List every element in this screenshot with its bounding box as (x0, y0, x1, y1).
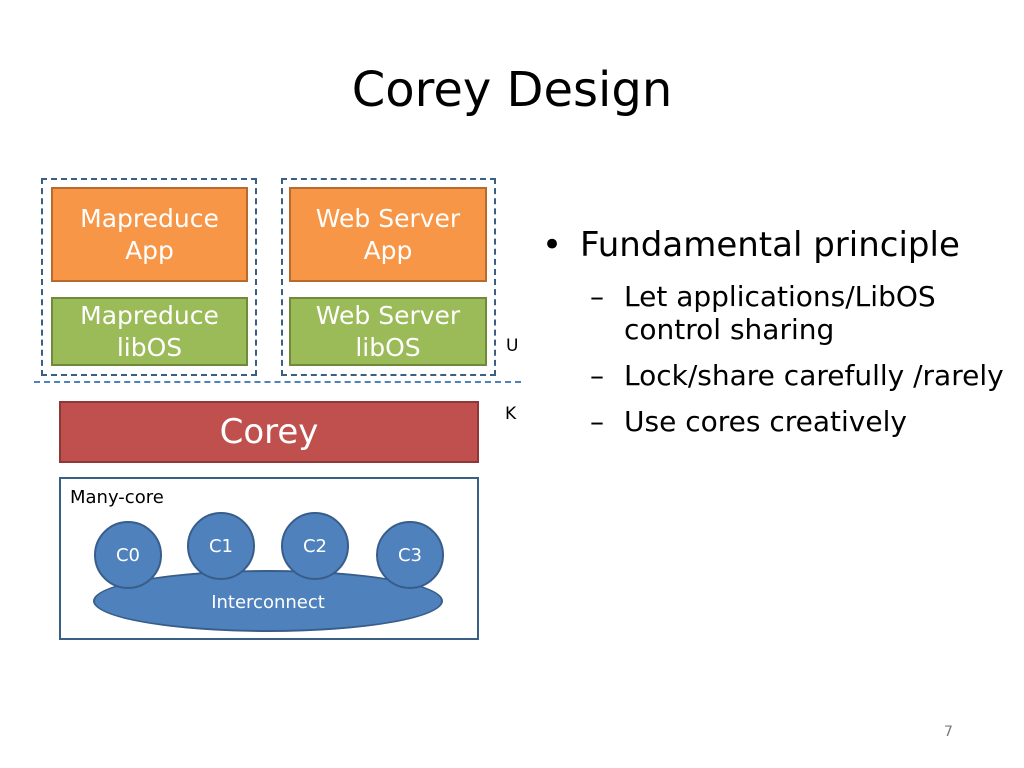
core-c1: C1 (187, 512, 255, 580)
mapreduce-libos-box: Mapreduce libOS (51, 297, 248, 366)
corey-kernel-box: Corey (59, 401, 479, 463)
page-number: 7 (944, 724, 953, 740)
core-c2: C2 (281, 512, 349, 580)
slide-title: Corey Design (351, 62, 673, 118)
mapreduce-app-box: Mapreduce App (51, 187, 248, 282)
interconnect: Interconnect (93, 570, 443, 632)
manycore-label: Many-core (70, 487, 164, 508)
webserver-group (281, 178, 496, 376)
kernel-space-label: K (505, 404, 517, 424)
webserver-libos-box: Web Server libOS (289, 297, 487, 366)
core-c0: C0 (94, 521, 162, 589)
sub-bullet-lock-share: Lock/share carefully /rarely (538, 359, 1008, 393)
bullet-list: Fundamental principle Let applications/L… (538, 225, 1008, 438)
sub-bullet-control-sharing: Let applications/LibOS control sharing (538, 280, 1008, 347)
manycore-box (59, 477, 479, 640)
mapreduce-group (41, 178, 257, 376)
bullet-fundamental-principle: Fundamental principle (538, 225, 1008, 266)
user-space-label: U (506, 336, 519, 356)
webserver-app-box: Web Server App (289, 187, 487, 282)
user-kernel-divider (34, 381, 521, 383)
core-c3: C3 (376, 521, 444, 589)
sub-bullet-use-cores: Use cores creatively (538, 405, 1008, 439)
